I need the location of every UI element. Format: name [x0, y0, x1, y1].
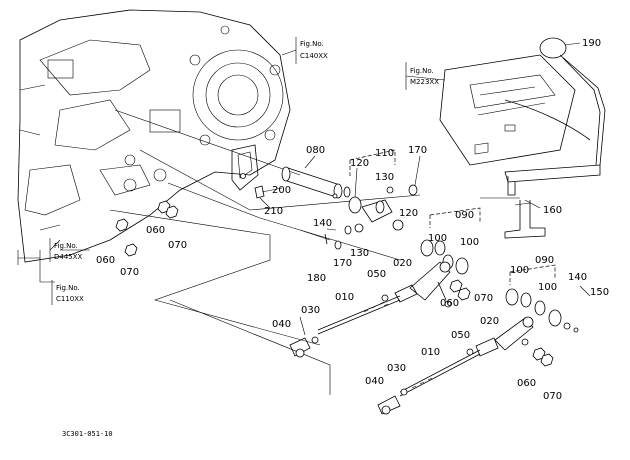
- part-label: 130: [350, 248, 369, 259]
- transmission-housing: [17, 9, 291, 265]
- part-label: 060: [146, 225, 165, 236]
- label-leaders: [259, 42, 591, 336]
- svg-text:D445XX: D445XX: [54, 253, 83, 261]
- svg-text:C140XX: C140XX: [300, 52, 328, 60]
- svg-text:Fig.No.: Fig.No.: [56, 284, 80, 292]
- svg-text:C110XX: C110XX: [56, 295, 84, 303]
- part-label: 020: [480, 316, 499, 327]
- part-label: 070: [120, 267, 139, 278]
- figure-ref-c140: Fig.No. C140XX: [281, 37, 328, 64]
- part-label: 100: [538, 282, 557, 293]
- part-label: 070: [543, 391, 562, 402]
- leader-lines: [39, 109, 520, 395]
- part-label: 180: [307, 273, 326, 284]
- part-label: 060: [96, 255, 115, 266]
- part-label: 150: [590, 287, 609, 298]
- part-label: 050: [367, 269, 386, 280]
- part-label: 120: [399, 208, 418, 219]
- part-label: 030: [387, 363, 406, 374]
- document-code: 3C301-051-10: [62, 430, 113, 438]
- svg-text:Fig.No.: Fig.No.: [54, 242, 78, 250]
- svg-text:Fig.No.: Fig.No.: [300, 40, 324, 48]
- nuts-060-070: [115, 200, 554, 367]
- part-label: 170: [408, 145, 427, 156]
- part-label: 070: [168, 240, 187, 251]
- rod-010-lower: [377, 337, 499, 415]
- part-label: 100: [428, 233, 447, 244]
- shift-lever-160: [504, 37, 606, 239]
- arm-020-lower: [494, 316, 534, 351]
- part-label: 010: [335, 292, 354, 303]
- part-label: 120: [350, 158, 369, 169]
- bushings-090-upper: [420, 207, 481, 275]
- svg-text:Fig.No.: Fig.No.: [410, 67, 434, 75]
- part-label: 070: [474, 293, 493, 304]
- part-label: 050: [451, 330, 470, 341]
- part-label: 090: [455, 210, 474, 221]
- part-label: 080: [306, 145, 325, 156]
- part-label: 040: [365, 376, 384, 387]
- part-label: 030: [301, 305, 320, 316]
- part-label: 060: [517, 378, 536, 389]
- part-label: 100: [460, 237, 479, 248]
- figure-ref-m223: Fig.No. M223XX: [405, 62, 446, 90]
- shift-cover-m223: [439, 54, 591, 166]
- part-label: 210: [264, 206, 283, 217]
- part-label: 020: [393, 258, 412, 269]
- rod-010-upper: [289, 284, 418, 358]
- figure-ref-c110: Fig.No. C110XX: [51, 280, 84, 305]
- part-label: 110: [375, 148, 394, 159]
- part-label: 010: [421, 347, 440, 358]
- bracket-200: [231, 144, 265, 199]
- bushings-090-lower: [505, 264, 579, 333]
- figure-ref-d445: Fig.No. D445XX: [49, 238, 83, 262]
- shaft-080: [281, 166, 343, 199]
- part-label: 140: [313, 218, 332, 229]
- part-label: 100: [510, 265, 529, 276]
- part-label: 090: [535, 255, 554, 266]
- part-label: 160: [543, 205, 562, 216]
- lever-assembly-110: [324, 149, 418, 250]
- part-label: 040: [272, 319, 291, 330]
- part-label: 060: [440, 298, 459, 309]
- part-label: 200: [272, 185, 291, 196]
- part-label: 170: [333, 258, 352, 269]
- part-label: 130: [375, 172, 394, 183]
- svg-text:M223XX: M223XX: [410, 78, 439, 86]
- part-label: 190: [582, 38, 601, 49]
- arm-020-upper: [409, 261, 452, 308]
- part-labels: 190 080 110 120 170 130 200 210 120 140 …: [96, 38, 609, 402]
- part-label: 140: [568, 272, 587, 283]
